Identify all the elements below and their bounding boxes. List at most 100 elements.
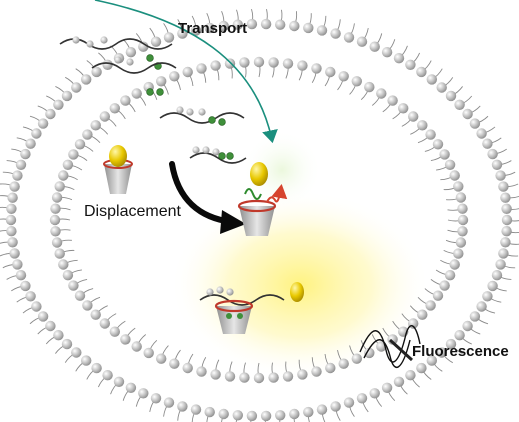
peptide-bead [114,56,122,64]
lipid-head [58,170,69,181]
lipid-head [25,138,36,149]
lipid-head [439,149,450,160]
peptide-bead-green [208,116,216,124]
host-guest-complex-displacing [237,162,288,236]
lipid-head [393,53,405,64]
lipid-head [417,120,428,131]
lipid-head [246,410,258,422]
peptide-bead-green [146,54,154,62]
peptide-bead [186,108,194,116]
lipid-head [405,370,416,381]
lipid-head [275,410,286,421]
lipid-head [102,59,113,70]
peptide-bead [226,288,234,296]
lipid-head [253,372,265,384]
lipid-head [120,334,131,345]
lipid-head [49,214,61,226]
lipid-head [163,397,175,408]
lipid-head [71,347,82,358]
lipid-head [68,149,79,160]
peptide-bead [212,148,220,156]
lipid-head [462,108,473,120]
lipid-head [444,159,456,170]
lipid-head [303,22,314,34]
lipid-head [53,330,64,341]
peptide-bead [198,108,206,116]
lipid-head [498,248,509,259]
lipid-head [82,300,93,311]
lipid-head [289,408,300,420]
lipid-head [15,159,27,170]
lipid-head [150,393,162,404]
lipid-head [74,290,86,301]
lipid-head [325,66,336,78]
lipid-head [425,300,436,311]
guest-molecule-icon [250,162,268,186]
lipid-head [482,138,493,149]
lipid-head [37,118,49,129]
lipid-head [426,355,437,366]
lipid-head [444,270,456,281]
lipid-head [487,280,498,292]
lipid-head [338,358,349,369]
lipid-head [99,111,111,122]
lipid-head [37,311,49,322]
lipid-head [12,170,23,181]
fluorescence-label: Fluorescence [412,343,509,360]
peptide-bead [192,146,200,154]
lipid-head [469,311,481,322]
host-guest-complex-free [103,145,133,194]
fluorescence-glow-small [242,130,322,210]
lipid-head [9,181,20,192]
lipid-head [316,25,328,36]
lipid-bilayer-vesicle [0,8,519,422]
peptide-bead-green [218,118,226,126]
lipid-head [204,22,215,34]
peptide-bead [86,40,94,48]
lipid-head [12,259,23,270]
lipid-head [31,301,42,312]
lipid-head [9,248,20,259]
lipid-head [90,120,101,131]
host-peptide-complex [214,299,254,334]
lipid-head [90,309,101,320]
lipid-head [297,60,308,71]
lipid-head [31,128,42,139]
lipid-head [125,382,137,393]
lipid-head [398,103,409,114]
lipid-head [218,20,229,32]
lipid-head [7,237,18,248]
lipid-head [426,74,437,85]
lipid-head [74,139,86,150]
lipid-head [316,404,328,415]
lipid-head [405,59,416,70]
lipid-head [487,148,498,160]
lipid-head [436,347,447,358]
lipid-head [408,111,419,122]
lipid-head [109,326,121,337]
lipid-head [275,19,286,30]
lipid-head [439,280,450,291]
lipid-head [20,148,31,160]
guest-molecule-icon [109,145,127,167]
peptide-bead [202,146,210,154]
lipid-head [297,369,308,380]
lipid-head [190,404,202,415]
lipid-head [45,320,56,332]
lipid-head [311,366,322,377]
lipid-head [125,47,137,58]
lipid-head [6,203,17,214]
lipid-head [325,362,336,374]
lipid-head [182,362,193,374]
lipid-head [369,41,380,52]
lipid-head [232,19,243,30]
lipid-head [454,99,465,111]
lipid-head [381,47,393,58]
lipid-head [364,81,375,93]
peptide-bead-green [156,88,164,96]
lipid-head [376,88,387,99]
lipid-head [91,362,102,374]
lipid-head [224,58,236,69]
